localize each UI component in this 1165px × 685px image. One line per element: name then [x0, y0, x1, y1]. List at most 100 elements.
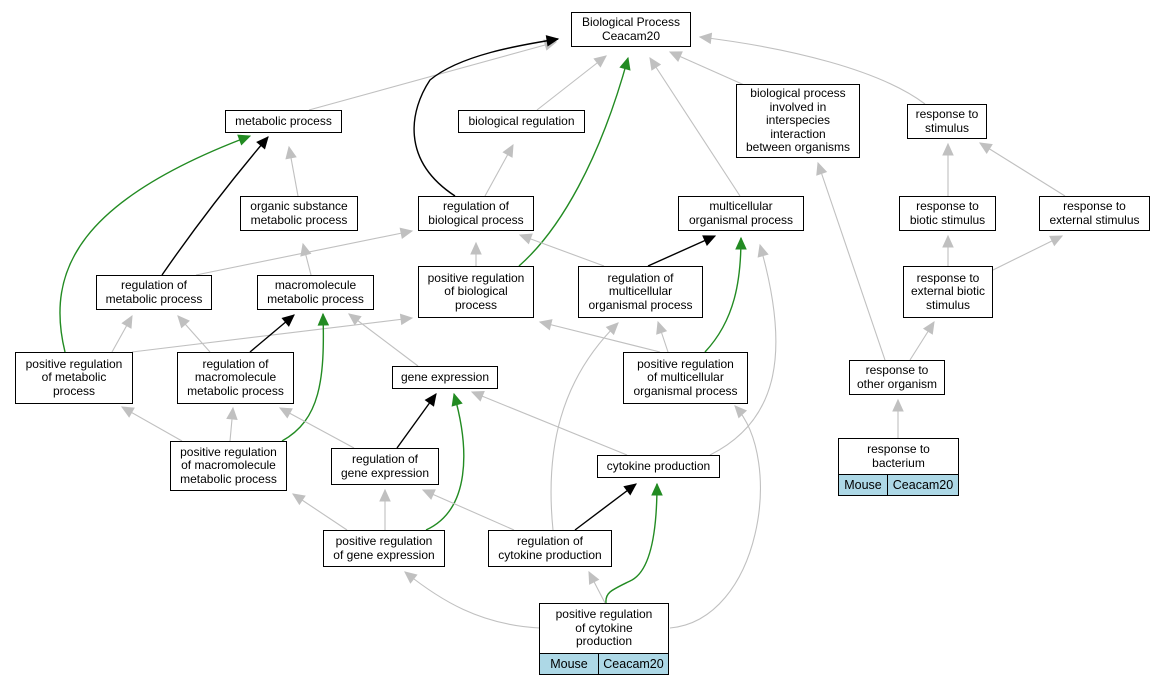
node-biological-regulation[interactable]: biological regulation: [458, 110, 585, 133]
arrow-is-a-pos-multi-to-pos-bio: [538, 319, 661, 353]
arrow-is-a-reg-multi-to-reg-bio: [518, 233, 605, 267]
node-regulation-of-multicellular-organismal-process[interactable]: regulation of multicellular organismal p…: [578, 266, 703, 318]
arrow-is-a-pos-metab-to-pos-bio: [131, 313, 414, 353]
annotation-row: Mouse Ceacam20: [839, 474, 958, 495]
gene-cell: Ceacam20: [887, 475, 958, 495]
arrow-is-a-reg-cyto-to-reg-multi: [550, 322, 619, 531]
arrow-regulates-reg-multi-to-multicell: [647, 235, 717, 267]
node-label: regulation of multicellular organismal p…: [588, 270, 693, 312]
node-response-to-stimulus[interactable]: response to stimulus: [907, 104, 987, 139]
node-response-to-other-organism[interactable]: response to other organism: [849, 360, 945, 395]
arrow-is-a-reg-metab-to-reg-bio: [195, 227, 414, 276]
arrow-is-a-bio-reg-to-root: [536, 55, 607, 111]
node-label: response to biotic stimulus: [909, 199, 986, 227]
arrow-is-a-org-sub-to-metabolic: [285, 145, 299, 197]
arrow-is-a-reg-gene-to-reg-macro: [278, 407, 355, 449]
node-response-to-external-biotic-stimulus[interactable]: response to external biotic stimulus: [903, 266, 993, 318]
node-cytokine-production[interactable]: cytokine production: [597, 455, 720, 478]
node-label: response to external biotic stimulus: [910, 270, 986, 312]
species-cell: Mouse: [844, 478, 882, 492]
arrow-is-a-stimulus-to-root: [698, 32, 926, 105]
annotation-row: Mouse Ceacam20: [540, 653, 668, 674]
node-label: positive regulation of biological proces…: [427, 270, 525, 312]
arrow-regulates-reg-macro-to-macro: [249, 314, 295, 353]
node-label: biological regulation: [468, 113, 575, 128]
arrow-is-a-pos-metab-to-reg-metab: [111, 314, 133, 353]
arrow-is-a-pos-gene-to-pos-macro: [291, 493, 348, 531]
node-label: positive regulation of cytokine producti…: [555, 607, 653, 649]
node-regulation-of-cytokine-production[interactable]: regulation of cytokine production: [488, 530, 612, 567]
node-organic-substance-metabolic-process[interactable]: organic substance metabolic process: [240, 196, 358, 231]
node-response-to-biotic-stimulus[interactable]: response to biotic stimulus: [899, 196, 996, 231]
arrow-is-a-external-to-stimulus: [978, 142, 1066, 197]
node-label: gene expression: [400, 369, 490, 384]
arrow-is-a-ext-biotic-to-external: [992, 235, 1064, 271]
node-label: regulation of biological process: [428, 199, 524, 227]
node-positive-regulation-of-macromolecule-metabolic-process[interactable]: positive regulation of macromolecule met…: [170, 441, 287, 491]
arrow-is-a-reg-bio-to-bio-reg: [484, 143, 514, 197]
node-label: organic substance metabolic process: [250, 199, 348, 227]
arrow-pos-reg-pos-cyto-to-cytokine: [605, 482, 663, 604]
node-label: regulation of cytokine production: [498, 534, 602, 562]
arrow-pos-reg-pos-macro-to-macro: [281, 312, 330, 442]
node-label: positive regulation of macromolecule met…: [180, 444, 277, 486]
arrow-is-a-macro-to-org-sub: [300, 242, 312, 276]
node-interspecies-interaction[interactable]: biological process involved in interspec…: [736, 84, 860, 158]
arrow-is-a-multicell-to-root: [649, 56, 741, 197]
arrow-is-a-pos-macro-to-pos-metab: [120, 406, 183, 442]
arrow-regulates-reg-gene-to-gene-expr: [396, 393, 437, 449]
arrow-pos-reg-pos-bio-to-root: [518, 56, 631, 267]
gene-cell: Ceacam20: [598, 654, 668, 674]
arrow-is-a-other-to-ext-biotic: [909, 320, 935, 361]
node-positive-regulation-of-gene-expression[interactable]: positive regulation of gene expression: [323, 530, 445, 567]
node-regulation-of-gene-expression[interactable]: regulation of gene expression: [331, 448, 439, 485]
arrow-is-a-pos-cyto-to-reg-cyto: [588, 570, 606, 604]
arrow-pos-reg-pos-gene-to-gene-expr: [425, 392, 465, 531]
node-label: multicellular organismal process: [688, 199, 794, 227]
node-positive-regulation-of-metabolic-process[interactable]: positive regulation of metabolic process: [15, 352, 133, 404]
arrow-is-a-bacterium-to-other: [892, 398, 904, 438]
arrow-is-a-reg-macro-to-reg-metab: [177, 315, 211, 353]
arrow-regulates-reg-metab-to-metabolic: [161, 136, 269, 276]
node-positive-regulation-of-cytokine-production[interactable]: positive regulation of cytokine producti…: [539, 603, 669, 675]
node-label: metabolic process: [235, 113, 332, 128]
arrow-pos-reg-pos-metab-to-metabolic: [59, 134, 252, 353]
node-label: Biological Process Ceacam20: [581, 15, 681, 43]
node-label: regulation of metabolic process: [105, 278, 203, 306]
arrow-regulates-reg-bio-to-root: [413, 35, 560, 197]
node-label: cytokine production: [606, 458, 711, 473]
node-metabolic-process[interactable]: metabolic process: [225, 110, 342, 133]
arrow-is-a-ext-biotic-to-biotic: [942, 234, 954, 266]
node-label: response to other organism: [856, 363, 938, 391]
node-label: response to external stimulus: [1049, 199, 1140, 227]
node-gene-expression[interactable]: gene expression: [392, 366, 498, 389]
node-label: regulation of macromolecule metabolic pr…: [187, 356, 284, 398]
node-biological-process-root[interactable]: Biological Process Ceacam20: [571, 12, 691, 47]
node-label: response to bacterium: [867, 442, 930, 470]
arrow-is-a-pos-bio-to-reg-bio: [470, 241, 482, 266]
arrow-pos-reg-pos-multi-to-multicell: [704, 236, 747, 353]
node-label: biological process involved in interspec…: [745, 86, 851, 155]
node-positive-regulation-of-multicellular-organismal-process[interactable]: positive regulation of multicellular org…: [623, 352, 748, 404]
arrow-is-a-cytokine-to-gene-expr: [470, 390, 628, 456]
node-response-to-bacterium[interactable]: response to bacterium Mouse Ceacam20: [838, 438, 959, 496]
arrow-is-a-pos-macro-to-reg-macro: [226, 406, 238, 442]
node-response-to-external-stimulus[interactable]: response to external stimulus: [1039, 196, 1150, 231]
node-regulation-of-biological-process[interactable]: regulation of biological process: [418, 196, 534, 231]
node-label: macromolecule metabolic process: [267, 278, 364, 306]
arrow-is-a-gene-expr-to-macro: [348, 313, 419, 367]
node-regulation-of-macromolecule-metabolic-process[interactable]: regulation of macromolecule metabolic pr…: [177, 352, 294, 404]
node-label: response to stimulus: [915, 107, 979, 135]
node-positive-regulation-of-biological-process[interactable]: positive regulation of biological proces…: [418, 266, 534, 318]
node-label: positive regulation of gene expression: [333, 534, 435, 562]
node-macromolecule-metabolic-process[interactable]: macromolecule metabolic process: [257, 275, 374, 310]
node-label: regulation of gene expression: [340, 452, 430, 480]
node-multicellular-organismal-process[interactable]: multicellular organismal process: [678, 196, 804, 231]
node-label: positive regulation of multicellular org…: [633, 356, 738, 398]
node-regulation-of-metabolic-process[interactable]: regulation of metabolic process: [96, 275, 212, 310]
node-label: positive regulation of metabolic process: [25, 356, 123, 398]
arrow-is-a-cytokine-to-multicell: [709, 243, 777, 456]
arrow-is-a-biotic-to-stimulus: [942, 142, 954, 196]
arrow-is-a-pos-multi-to-reg-multi: [656, 320, 669, 353]
